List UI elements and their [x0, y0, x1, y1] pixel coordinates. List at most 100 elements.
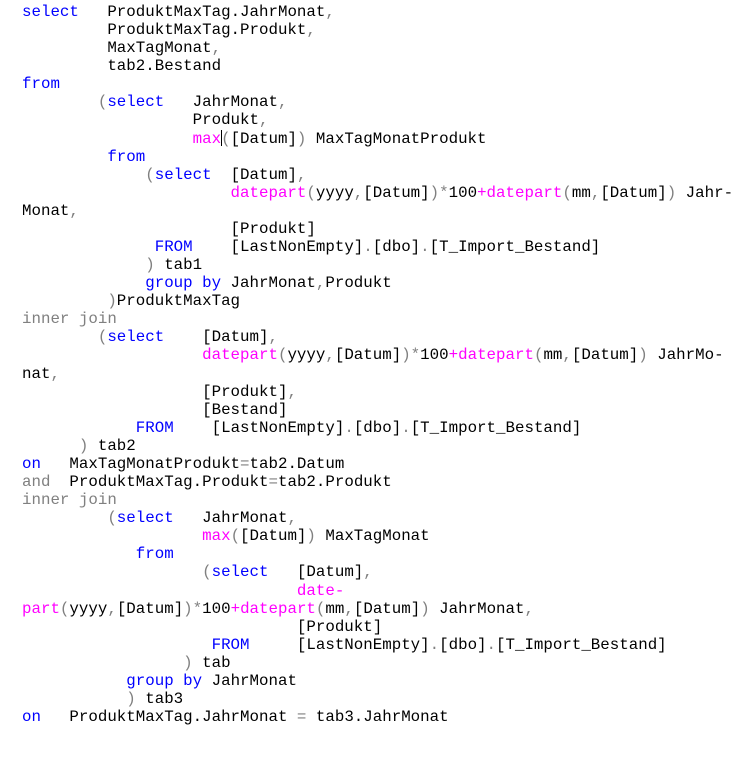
sql-operator: , — [325, 3, 335, 21]
sql-operator: ) — [666, 183, 677, 202]
sql-identifier: yyyy — [287, 346, 326, 365]
sql-function: datepart — [22, 183, 307, 202]
code-line: datepart(yyyy,[Datum])*100+datepart(mm,[… — [22, 183, 734, 202]
sql-identifier: [Datum] — [211, 165, 297, 184]
code-line: ) tab — [22, 654, 733, 672]
sql-operator: ) — [22, 689, 136, 708]
sql-identifier: [Datum] — [571, 346, 639, 365]
sql-operator: , — [590, 183, 601, 202]
code-line: [Produkt], — [22, 383, 733, 401]
sql-operator: , — [50, 364, 60, 383]
code-line: FROM [LastNonEmpty].[dbo].[T_Import_Best… — [22, 238, 733, 256]
sql-operator: , — [562, 346, 572, 365]
sql-identifier: [Produkt] — [22, 219, 316, 238]
code-line: ) tab1 — [22, 256, 733, 274]
sql-function: +datepart — [230, 599, 316, 618]
sql-operator: ( — [277, 346, 288, 365]
sql-identifier: nat — [22, 364, 51, 383]
sql-operator: ( — [22, 509, 117, 528]
code-line: (select [Datum], — [22, 563, 733, 581]
sql-operator: ) — [22, 653, 193, 672]
sql-identifier: [LastNonEmpty] — [249, 635, 430, 654]
sql-identifier: [dbo] — [372, 238, 421, 257]
sql-identifier: [Datum] — [334, 346, 402, 365]
sql-identifier: MaxTagMonatProdukt — [40, 454, 241, 473]
code-line: (select JahrMonat, — [22, 509, 733, 527]
code-line: max([Datum]) MaxTagMonatProdukt — [22, 129, 733, 148]
sql-operator: = — [240, 454, 250, 473]
sql-operator: ( — [22, 563, 212, 582]
sql-identifier: MaxTagMonat — [22, 39, 212, 58]
sql-identifier: [Produkt] — [22, 617, 383, 636]
sql-operator: , — [315, 274, 326, 293]
sql-identifier: [T_Import_Bestand] — [429, 238, 601, 257]
sql-identifier: ProduktMaxTag.Produkt — [50, 473, 269, 492]
sql-identifier: ProduktMaxTag — [116, 292, 241, 311]
sql-operator: ( — [533, 346, 544, 365]
sql-identifier: tab2.Produkt — [277, 473, 392, 492]
sql-operator: ( — [22, 93, 108, 112]
sql-operator: ( — [315, 599, 326, 618]
sql-operator: , — [211, 39, 222, 58]
sql-operator: ) — [296, 129, 307, 148]
sql-identifier: tab — [192, 653, 231, 672]
sql-identifier: [Datum] — [363, 183, 430, 202]
sql-function: max — [22, 129, 222, 148]
code-line: part(yyyy,[Datum])*100+datepart(mm,[Datu… — [22, 600, 733, 618]
sql-keyword: select — [107, 93, 165, 112]
sql-identifier: 100 — [420, 346, 449, 365]
sql-operator: , — [268, 328, 278, 347]
sql-operator: ) — [306, 527, 316, 546]
sql-identifier: [Datum] — [600, 183, 667, 202]
sql-operator: ) — [420, 599, 430, 618]
sql-operator: . — [401, 418, 411, 437]
sql-operator: )* — [183, 599, 203, 618]
sql-identifier: [LastNonEmpty] — [173, 418, 345, 437]
sql-operator: ) — [22, 292, 117, 311]
sql-operator: ) — [22, 436, 89, 455]
sql-code-block[interactable]: select ProduktMaxTag.JahrMonat, ProduktM… — [22, 3, 733, 726]
sql-identifier: [Produkt] — [22, 382, 288, 401]
sql-identifier: JahrMonat — [202, 671, 297, 690]
sql-keyword: on — [22, 708, 41, 727]
sql-identifier: JahrMo- — [647, 346, 724, 365]
sql-operator: . — [344, 418, 354, 437]
sql-identifier: ProduktMaxTag.Produkt — [22, 21, 307, 40]
sql-operator: ( — [562, 183, 572, 202]
sql-function: part — [22, 599, 60, 618]
sql-operator: inner join — [22, 310, 117, 329]
sql-keyword: FROM — [22, 418, 174, 437]
code-line: (select [Datum], — [22, 166, 733, 184]
sql-keyword: from — [22, 147, 146, 166]
code-line: FROM [LastNonEmpty].[dbo].[T_Import_Best… — [22, 636, 733, 654]
sql-identifier: mm — [543, 346, 563, 365]
sql-operator: . — [420, 238, 430, 257]
sql-operator: , — [325, 346, 335, 365]
sql-identifier: [Datum] — [268, 563, 364, 582]
sql-identifier: ProduktMaxTag.JahrMonat — [78, 3, 326, 21]
sql-identifier: MaxTagMonat — [315, 527, 430, 546]
code-line: FROM [LastNonEmpty].[dbo].[T_Import_Best… — [22, 419, 733, 437]
code-line: ) tab2 — [22, 437, 733, 455]
sql-identifier: mm — [571, 183, 591, 202]
sql-identifier: MaxTagMonatProdukt — [306, 129, 487, 148]
sql-identifier: [T_Import_Bestand] — [410, 418, 582, 437]
sql-keyword: from — [22, 545, 174, 564]
sql-function: +datepart — [477, 183, 563, 202]
sql-identifier: JahrMonat — [429, 599, 525, 618]
sql-operator: ) — [638, 346, 648, 365]
sql-operator: ( — [306, 183, 316, 202]
sql-operator: ( — [22, 328, 108, 347]
sql-keyword: select — [211, 563, 269, 582]
sql-identifier: 100 — [448, 183, 478, 202]
sql-operator: , — [69, 201, 79, 220]
sql-operator: , — [107, 599, 117, 618]
sql-keyword: group by — [22, 671, 203, 690]
code-line: tab2.Bestand — [22, 57, 733, 75]
code-line: ProduktMaxTag.Produkt, — [22, 21, 733, 39]
code-line: inner join — [22, 491, 733, 509]
sql-keyword: select — [116, 509, 174, 528]
sql-identifier: tab2.Bestand — [22, 57, 222, 76]
sql-identifier: JahrMonat — [221, 274, 316, 293]
sql-operator: ( — [221, 129, 231, 148]
